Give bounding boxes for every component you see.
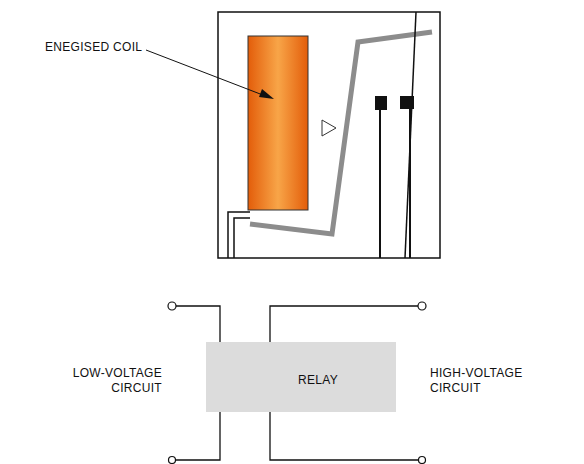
pivot — [322, 120, 336, 136]
coil-callout: ENEGISED COIL — [45, 40, 142, 55]
schematic-wires — [176, 306, 418, 460]
terminals — [168, 302, 426, 464]
circuit-label: HIGH-VOLTAGE CIRCUIT — [430, 366, 550, 396]
leader-line — [146, 50, 268, 97]
moving-contact — [405, 12, 416, 258]
contact — [375, 96, 387, 110]
relay-band: RELAY — [206, 342, 396, 412]
relay-housing — [218, 12, 440, 258]
coil — [248, 36, 308, 210]
armature — [250, 32, 432, 234]
circuit-label: LOW-VOLTAGE CIRCUIT — [62, 366, 162, 396]
coil-leads — [228, 212, 250, 258]
leader-arrowhead — [259, 89, 274, 99]
relay-label: RELAY — [298, 373, 338, 388]
